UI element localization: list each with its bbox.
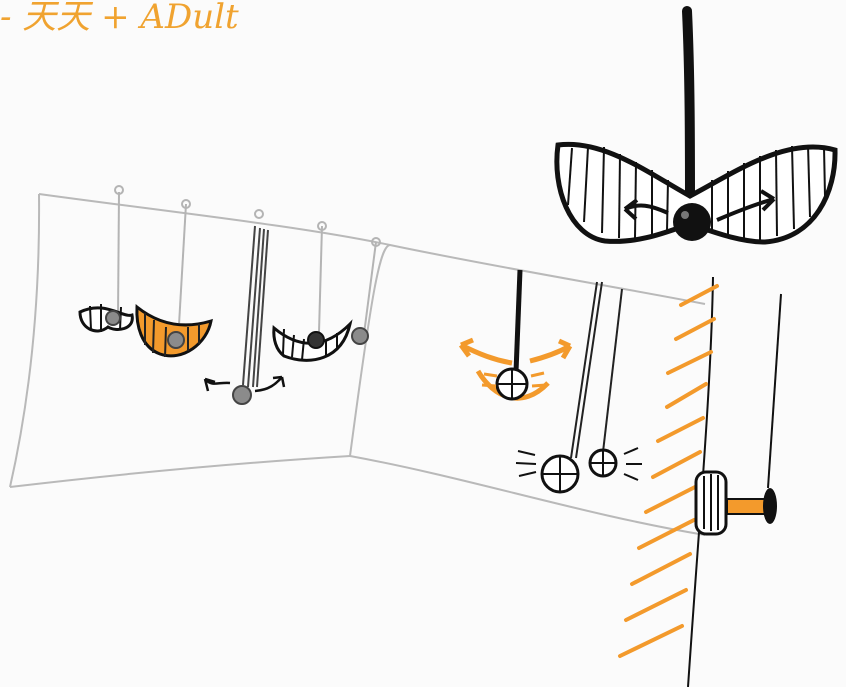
handwritten-label: - 天天 + ADult — [0, 0, 239, 37]
